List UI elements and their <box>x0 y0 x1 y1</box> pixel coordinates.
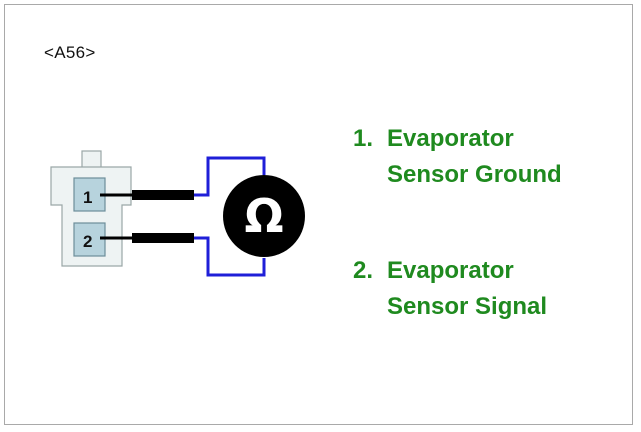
legend-item-2-line2: Sensor Signal <box>387 293 548 320</box>
legend-item-1-number: 1. <box>353 125 374 152</box>
meter-wire-1 <box>194 156 266 197</box>
pin-2-label: 2 <box>83 232 92 251</box>
ohmmeter-icon: Ω <box>223 175 305 257</box>
meter-wire-2 <box>194 236 266 277</box>
legend-item-1-line2: Sensor Ground <box>387 161 562 188</box>
connector-id-label: <A56> <box>44 43 96 62</box>
ohm-symbol: Ω <box>244 189 283 243</box>
legend-item-2-line1: Evaporator <box>387 257 514 284</box>
connector-housing <box>50 150 132 267</box>
terminal-1 <box>73 177 106 212</box>
legend-item-1: 1. Evaporator Sensor Ground <box>353 121 562 193</box>
legend-item-1-line1: Evaporator <box>387 125 514 152</box>
probe-lead-1 <box>100 190 194 200</box>
pin-1-label: 1 <box>83 188 92 207</box>
terminal-2 <box>73 222 106 257</box>
probe-lead-2 <box>100 233 194 243</box>
legend-item-2-number: 2. <box>353 257 374 284</box>
legend-item-2: 2. Evaporator Sensor Signal <box>353 253 547 325</box>
